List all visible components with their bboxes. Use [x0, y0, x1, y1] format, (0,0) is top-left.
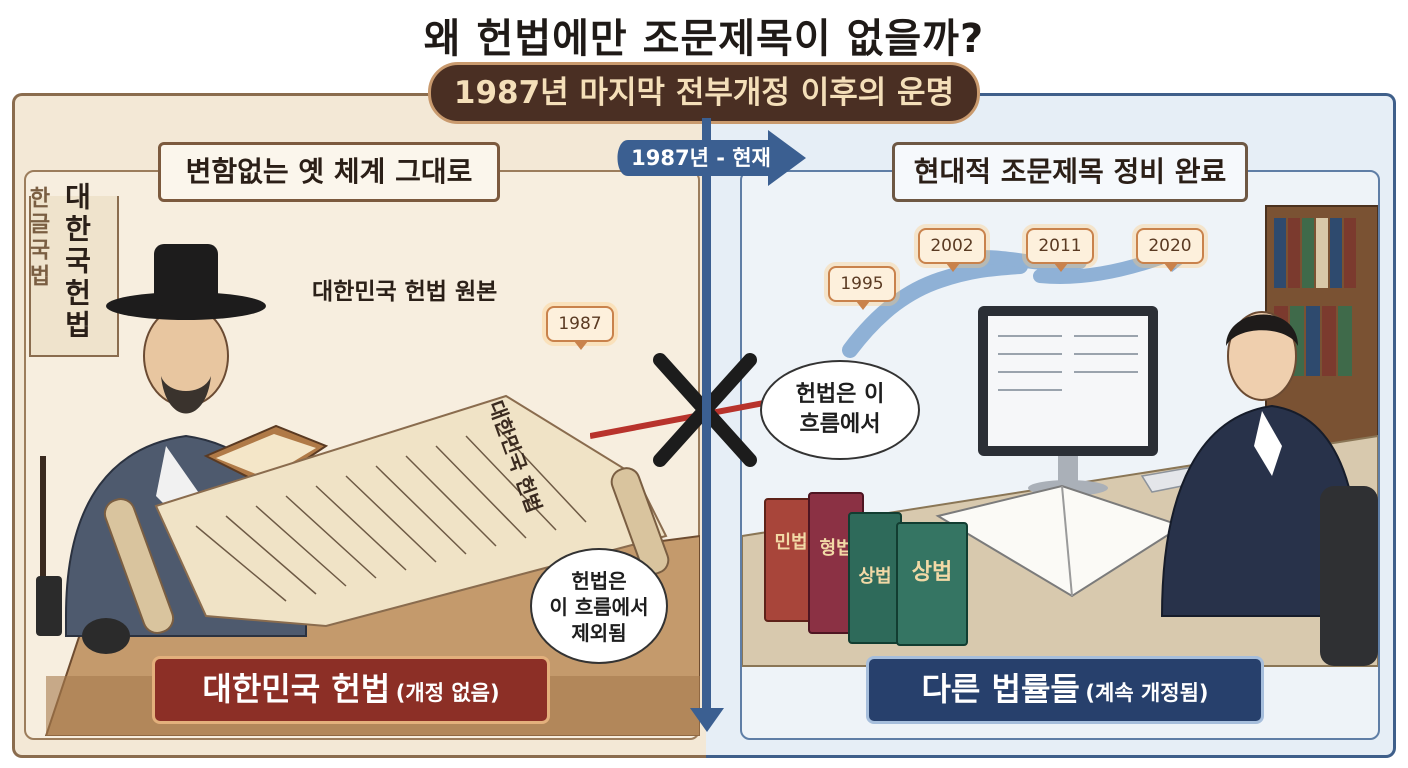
bubble-line-1: 헌법은 이 [795, 382, 885, 407]
book-label-commercial-spine: 상법 [858, 566, 892, 587]
bottom-left-sub-text: (개정 없음) [395, 681, 500, 705]
original-constitution-caption: 대한민국 헌법 원본 [312, 279, 498, 305]
bubble-line-3: 제외됨 [571, 621, 627, 645]
commercial-law-book: 상법 [896, 522, 968, 646]
wall-scroll-text: 대한국헌법 [60, 182, 93, 342]
bubble-line-2: 흐름에서 [799, 412, 881, 437]
era-arrow-badge [617, 130, 806, 186]
bottom-right-sub-text: (계속 개정됨) [1085, 681, 1209, 705]
commercial-law-book-spine: 상법 [848, 512, 902, 644]
book-label-civil: 민법 [774, 532, 808, 553]
year-tag-1987: 1987 [546, 306, 614, 350]
left-panel-label: 변함없는 옛 체계 그대로 [158, 142, 500, 202]
bottom-right-main-text: 다른 법률들 [921, 670, 1080, 708]
year-tag-1995: 1995 [828, 266, 896, 310]
subtitle-banner: 1987년 마지막 전부개정 이후의 운명 [428, 62, 980, 124]
bubble-line-2: 이 흐름에서 [549, 595, 649, 619]
book-label-criminal: 형법 [819, 538, 853, 559]
book-label-commercial: 상법 [911, 560, 953, 585]
timeline-axis [702, 118, 711, 722]
excluded-speech-bubble: 헌법은 이 흐름에서 제외됨 [530, 548, 668, 664]
right-panel-label: 현대적 조문제목 정비 완료 [892, 142, 1248, 202]
bubble-line-1: 헌법은 [571, 569, 627, 593]
timeline-arrowhead [690, 708, 724, 732]
year-tag-2002: 2002 [918, 228, 986, 272]
year-tag-2020: 2020 [1136, 228, 1204, 272]
page-title: 왜 헌법에만 조문제목이 없을까? [423, 16, 985, 62]
flow-speech-bubble: 헌법은 이 흐름에서 [760, 360, 920, 460]
era-label: 1987년 - 현재 [631, 146, 771, 170]
other-laws-amended-label: 다른 법률들 (계속 개정됨) [866, 656, 1264, 724]
bottom-left-main-text: 대한민국 헌법 [202, 670, 391, 708]
constitution-no-amendment-label: 대한민국 헌법 (개정 없음) [152, 656, 550, 724]
wall-scroll-text-faded: 한글국법 [25, 186, 51, 290]
year-tag-2011: 2011 [1026, 228, 1094, 272]
